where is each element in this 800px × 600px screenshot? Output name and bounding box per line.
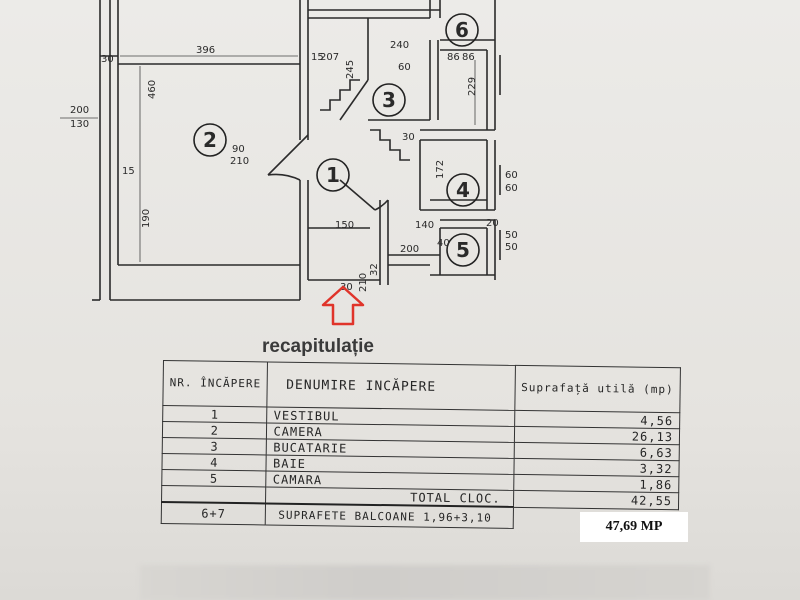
grand-total-label: 47,69 MP: [580, 512, 688, 542]
dimension-label: 200: [400, 244, 419, 255]
row-nr: 4: [161, 453, 267, 471]
dimension-label: 60: [505, 183, 518, 194]
dimension-label: 60: [398, 62, 411, 73]
dimension-label: 190: [141, 209, 152, 228]
row-nr: 2: [162, 421, 268, 439]
balcony-nr: 6+7: [161, 501, 266, 525]
row-nr: 1: [162, 405, 268, 423]
dimension-label: 20: [486, 218, 499, 229]
dimension-label: 15: [311, 52, 324, 63]
dimension-label: 40: [437, 238, 450, 249]
blurred-footer: [140, 565, 710, 600]
dimension-label: 140: [415, 220, 434, 231]
dimension-label: 460: [147, 80, 158, 99]
entrance-arrow-icon: [321, 285, 365, 326]
table-header-row: Nr. încăpere DENUMIRE INCĂPERE Suprafață…: [162, 360, 681, 413]
dimension-label: 30: [101, 54, 114, 65]
dimension-label: 30: [402, 132, 415, 143]
room-number-4: 4: [456, 178, 470, 202]
dimension-label: 150: [335, 220, 354, 231]
recap-title: recapitulație: [262, 336, 374, 357]
room-numbers: 2 1 3 4 5 6: [193, 13, 480, 267]
header-name: DENUMIRE INCĂPERE: [267, 361, 516, 411]
row-nr: 5: [161, 469, 267, 487]
room-number-2: 2: [203, 128, 217, 152]
floor-plan-drawing: 2 1 3 4 5 6 396 30 460 200 130 15 190 20…: [60, 0, 518, 326]
dimension-label: 60: [505, 170, 518, 181]
dimension-label: 240: [390, 40, 409, 51]
balcony-text: SUPRAFETE BALCOANE 1,96+3,10: [265, 503, 514, 529]
recap-table: Nr. încăpere DENUMIRE INCĂPERE Suprafață…: [161, 360, 681, 531]
dimension-label: 90: [232, 144, 245, 155]
dimension-label: 86: [447, 52, 460, 63]
dimension-labels: 396 30 460 200 130 15 190 207 245 15 240…: [70, 40, 518, 293]
dimension-label: 396: [196, 45, 215, 56]
dimension-label: 210: [230, 156, 249, 167]
dimension-label: 50: [505, 230, 518, 241]
dimension-label: 245: [345, 60, 356, 79]
room-number-6: 6: [455, 18, 469, 42]
dimension-label: 30: [340, 282, 353, 293]
header-nr: Nr. încăpere: [162, 360, 268, 407]
dimension-label: 172: [435, 160, 446, 179]
header-area: Suprafață utilă (mp): [514, 365, 681, 413]
dimension-label: 207: [320, 52, 339, 63]
total-empty-cell: [161, 485, 267, 504]
dimension-label: 229: [467, 77, 478, 96]
dimension-label: 86: [462, 52, 475, 63]
dimension-label: 32: [369, 263, 380, 276]
dimension-label: 200: [70, 105, 89, 116]
room-number-1: 1: [326, 163, 340, 187]
dimension-label: 15: [122, 166, 135, 177]
room-number-5: 5: [456, 238, 470, 262]
dimension-label: 130: [70, 119, 89, 130]
room-number-3: 3: [382, 88, 396, 112]
row-nr: 3: [162, 437, 267, 455]
dimension-label: 50: [505, 242, 518, 253]
dimension-label: 210: [358, 273, 369, 292]
